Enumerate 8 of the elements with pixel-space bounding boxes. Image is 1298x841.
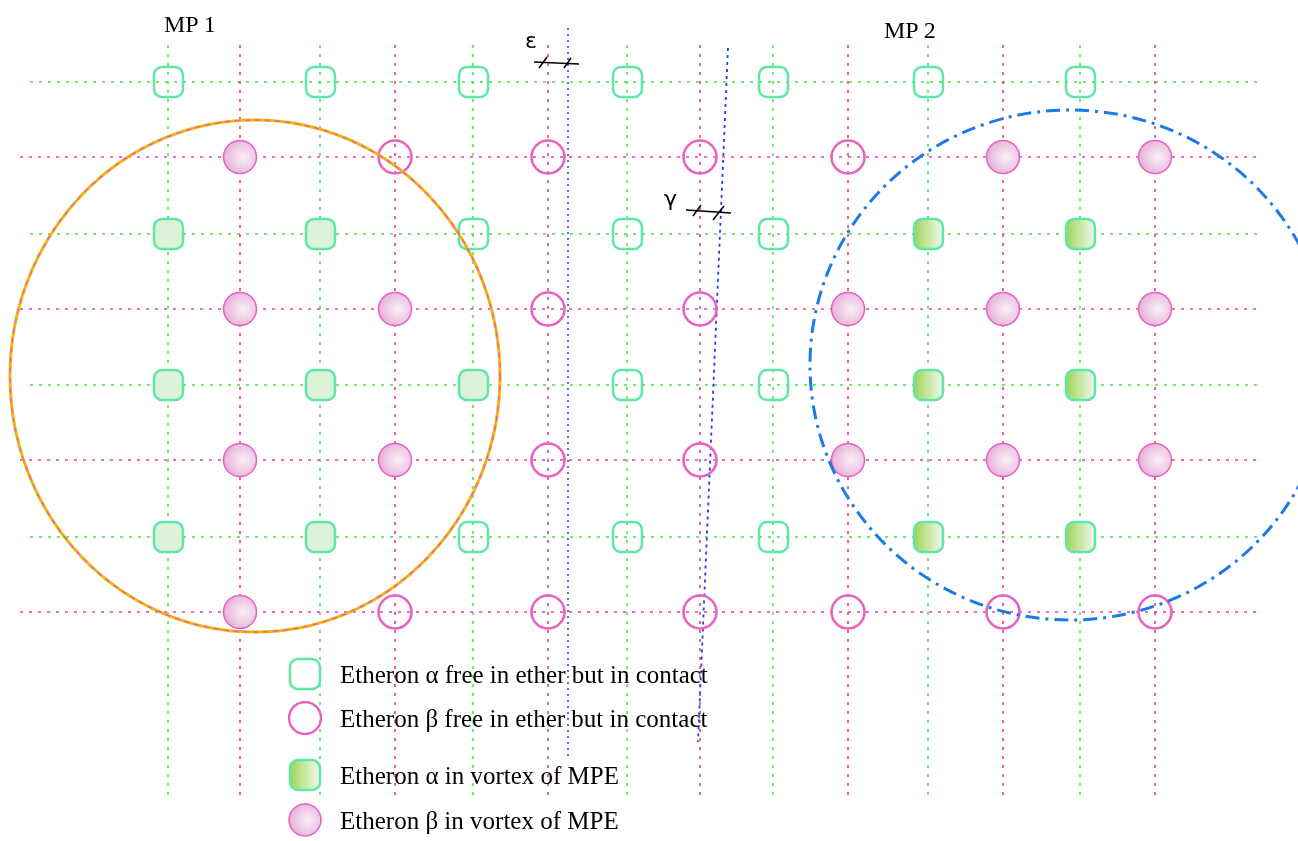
measure-label: ε <box>525 30 537 52</box>
legend-text: Etheron β in vortex of MPE <box>340 807 619 833</box>
circle-label: MP 1 <box>164 12 216 36</box>
legend-text: Etheron α free in ether but in contact <box>340 661 708 687</box>
legend-text: Etheron α in vortex of MPE <box>340 762 620 788</box>
legend-text: Etheron β free in ether but in contact <box>340 705 708 731</box>
measure-label: γ <box>664 188 678 210</box>
circle-label: MP 2 <box>884 18 936 42</box>
